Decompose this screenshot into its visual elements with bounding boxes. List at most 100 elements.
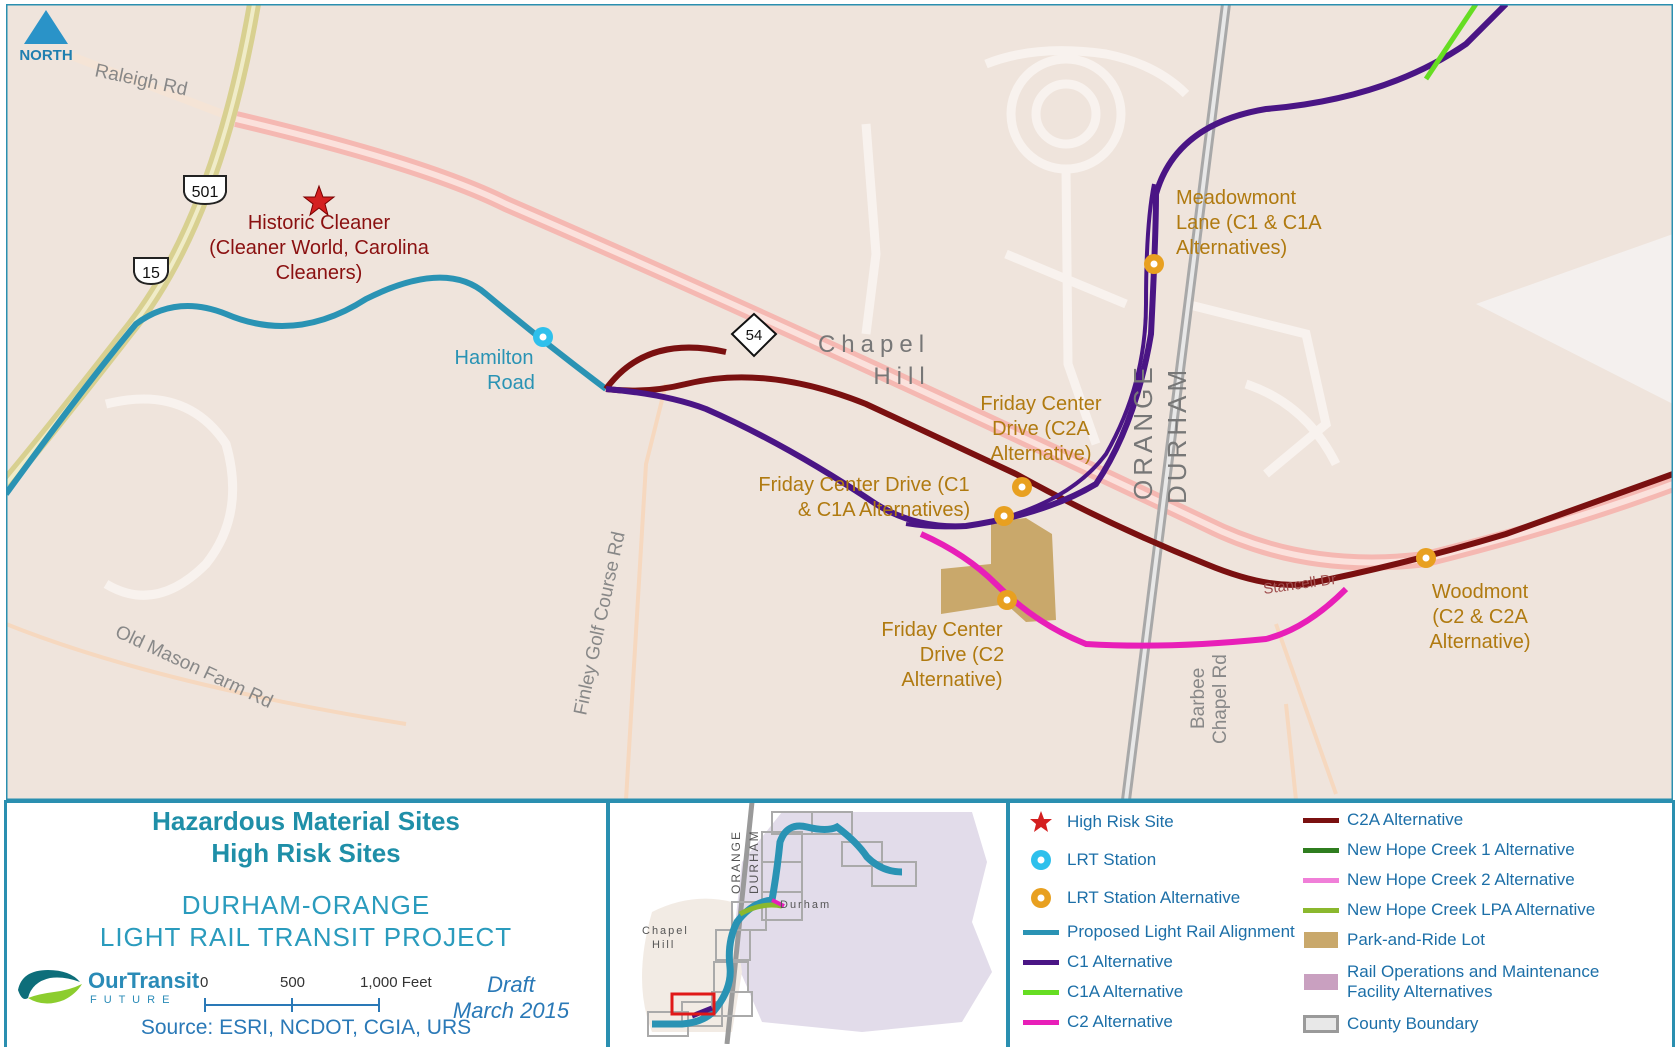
nhc1-swatch	[1301, 838, 1341, 862]
project-title-1: DURHAM-ORANGE	[181, 890, 431, 920]
draft-label: Draft	[487, 972, 535, 997]
logo-mark-icon	[18, 970, 82, 1004]
legend-item-c1a: C1A Alternative	[1021, 980, 1183, 1004]
svg-text:54: 54	[746, 327, 763, 344]
us-501-shield: 501	[183, 175, 227, 206]
chapel-hill-label-1: Chapel	[818, 331, 930, 358]
legend: High Risk Site LRT Station LRT Station A…	[1011, 802, 1673, 1044]
c2-swatch	[1021, 1010, 1061, 1034]
draft-date: March 2015	[452, 998, 570, 1023]
scale-label-500: 500	[280, 974, 306, 991]
svg-text:501: 501	[192, 184, 219, 201]
inset-chapel-label: Chapel	[642, 925, 689, 937]
panel-divider-1	[606, 800, 610, 1047]
park-and-ride-swatch	[1301, 928, 1341, 952]
meadowmont-label-1: Meadowmont	[1176, 187, 1297, 209]
map-title-1: Hazardous Material Sites	[152, 806, 460, 836]
friday-center-c2a-station[interactable]	[1012, 477, 1032, 497]
woodmont-label-3: Alternative)	[1429, 631, 1530, 653]
fc-c2a-label-3: Alternative)	[990, 443, 1091, 465]
inset-hill-label: Hill	[652, 939, 675, 951]
meadowmont-label-3: Alternatives)	[1176, 237, 1287, 259]
inset-nhc2-alternative	[771, 898, 785, 908]
friday-center-c1-station[interactable]	[994, 506, 1014, 526]
c1-alternative	[605, 4, 1509, 530]
inset-map-tiles	[647, 811, 917, 1037]
locator-map[interactable]: ORANGE DURHAM Durham Chapel Hill	[612, 801, 1005, 1045]
legend-item-rail-operations: Rail Operations and Maintenance Facility…	[1301, 960, 1637, 1004]
source-credit: Source: ESRI, NCDOT, CGIA, URS	[140, 1016, 472, 1039]
legend-item-high-risk-site: High Risk Site	[1021, 810, 1174, 834]
scale-label-1000: 1,000 Feet	[360, 974, 432, 991]
proposed-alignment	[6, 274, 608, 496]
legend-item-park-and-ride: Park-and-Ride Lot	[1301, 928, 1485, 952]
lrt-station-icon	[1021, 848, 1061, 872]
logo-text-1: OurTransit	[88, 968, 200, 993]
fc-c1-label-1: Friday Center Drive (C1	[758, 474, 969, 496]
fc-c2-label-3: Alternative)	[901, 669, 1002, 691]
us-15-shield: 15	[133, 257, 169, 286]
woodmont-label-1: Woodmont	[1432, 581, 1529, 603]
raleigh-road	[64, 50, 1673, 571]
nc-54-shield: 54	[730, 312, 778, 358]
legend-item-nhc2: New Hope Creek 2 Alternative	[1301, 868, 1575, 892]
logo-text-2: F U T U R E	[90, 994, 172, 1006]
friday-center-c2-station[interactable]	[997, 590, 1017, 610]
inset-orange-label: ORANGE	[729, 830, 743, 894]
chapel-hill-label-2: Hill	[873, 363, 930, 390]
fc-c2a-label-1: Friday Center	[980, 393, 1101, 415]
legend-item-lrt-station-alternative: LRT Station Alternative	[1021, 886, 1240, 910]
scale-tick-0	[204, 998, 206, 1012]
county-boundary-swatch	[1301, 1012, 1341, 1036]
inset-alignment	[652, 822, 903, 1028]
local-streets	[103, 46, 1341, 600]
legend-item-proposed-alignment: Proposed Light Rail Alignment	[1021, 920, 1295, 944]
lrt-station-alternative-icon	[1021, 886, 1061, 910]
fc-c2a-label-2: Drive (C2A	[992, 418, 1090, 440]
hamilton-road-label-1: Hamilton	[455, 347, 534, 369]
locator-map-svg: ORANGE DURHAM Durham Chapel Hill	[612, 801, 1005, 1045]
legend-item-nhc1: New Hope Creek 1 Alternative	[1301, 838, 1575, 862]
ourtransit-logo: OurTransit F U T U R E	[14, 962, 204, 1012]
historic-cleaner-label-3: Cleaners)	[276, 262, 363, 284]
legend-item-c1: C1 Alternative	[1021, 950, 1173, 974]
woodmont-station[interactable]	[1416, 548, 1436, 568]
legend-item-county-boundary: County Boundary	[1301, 1012, 1478, 1036]
c2-alternative	[919, 531, 1349, 649]
panel-right-border	[1672, 800, 1675, 1047]
main-map[interactable]: Raleigh Rd Old Mason Farm Rd Finley Golf…	[6, 4, 1673, 800]
map-title-2: High Risk Sites	[211, 838, 401, 868]
meadowmont-label-2: Lane (C1 & C1A	[1176, 212, 1322, 234]
nhc-lpa-swatch	[1301, 898, 1341, 922]
c1a-swatch	[1021, 980, 1061, 1004]
fc-c1-label-2: & C1A Alternatives)	[798, 499, 970, 521]
park-and-ride-lot	[941, 518, 1056, 622]
svg-text:NORTH: NORTH	[19, 47, 72, 64]
c1-swatch	[1021, 950, 1061, 974]
fc-c2-label-1: Friday Center	[881, 619, 1002, 641]
durham-county-label: DURHAM	[1162, 366, 1192, 504]
meadowmont-lane-station[interactable]	[1144, 254, 1164, 274]
c2a-branch	[603, 344, 727, 391]
legend-item-c2a: C2A Alternative	[1301, 808, 1463, 832]
minor-roads	[6, 383, 1338, 800]
durham-area	[732, 812, 992, 1032]
c1a-alternative	[1423, 4, 1479, 81]
north-arrow: NORTH	[19, 10, 73, 64]
hamilton-road-label-2: Road	[487, 372, 535, 394]
inset-durham-county-label: DURHAM	[747, 829, 761, 894]
panel-divider-2	[1006, 800, 1010, 1047]
historic-cleaner-label-1: Historic Cleaner	[248, 212, 391, 234]
hamilton-road-station[interactable]	[533, 327, 553, 347]
panel-left-border	[4, 800, 7, 1047]
woodmont-label-2: (C2 & C2A	[1432, 606, 1528, 628]
high-risk-site-marker[interactable]	[302, 184, 336, 217]
svg-text:15: 15	[142, 265, 160, 282]
scale-label-0: 0	[200, 974, 209, 991]
county-boundary-line	[1121, 4, 1231, 800]
uncovered-area	[1476, 234, 1673, 404]
title-panel: Hazardous Material Sites High Risk Sites…	[6, 802, 606, 1044]
fc-c2-label-2: Drive (C2	[920, 644, 1004, 666]
legend-item-lrt-station: LRT Station	[1021, 848, 1156, 872]
